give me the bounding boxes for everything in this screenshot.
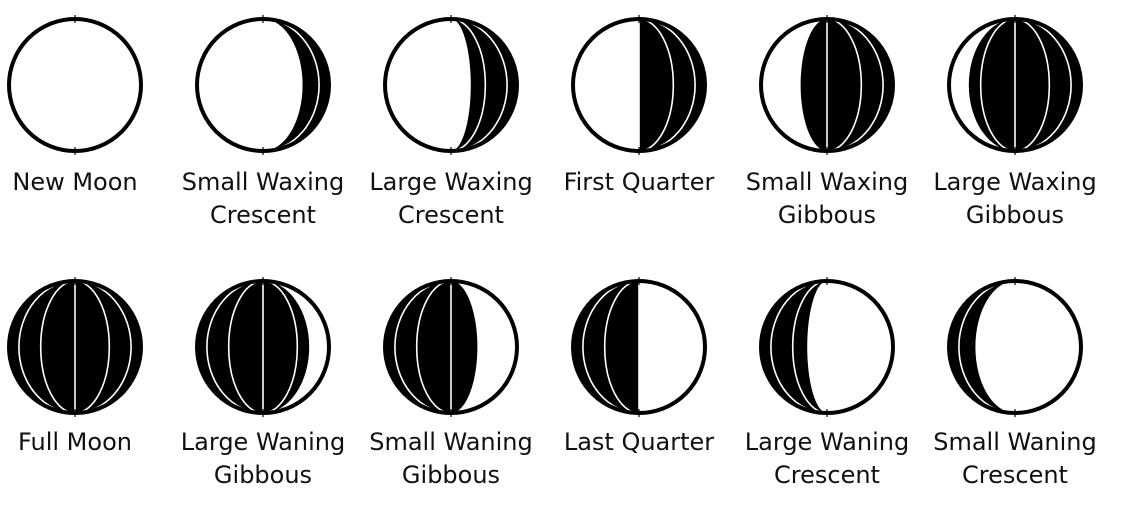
phase-label-line: Crescent [733, 459, 921, 492]
phase-label-line: Large Waxing [357, 166, 545, 199]
phase-label-line: Gibbous [921, 199, 1109, 232]
phase-label-line: Small Waning [921, 426, 1109, 459]
moon-phase-icon [565, 273, 713, 421]
phase-label-line: Gibbous [357, 459, 545, 492]
moon-phase-icon [1, 11, 149, 159]
phase-label: Full Moon [0, 426, 169, 459]
phase-label-line: Small Waning [357, 426, 545, 459]
phase-label-line: New Moon [0, 166, 169, 199]
phase-label: First Quarter [545, 166, 733, 199]
moon-phase-icon [189, 11, 337, 159]
moon-phase-icon [941, 273, 1089, 421]
moon-phase-icon [753, 273, 901, 421]
phase-label-line: Last Quarter [545, 426, 733, 459]
phase-label-line: Crescent [921, 459, 1109, 492]
moon-shadow [801, 19, 893, 151]
moon-phase-icon [377, 11, 525, 159]
moon-phase-icon [565, 11, 713, 159]
moon-phase-icon [941, 11, 1089, 159]
phase-label-line: Crescent [169, 199, 357, 232]
phase-label-line: Small Waxing [169, 166, 357, 199]
phase-label: New Moon [0, 166, 169, 199]
phase-label-line: First Quarter [545, 166, 733, 199]
phase-label-line: Gibbous [733, 199, 921, 232]
moon-phase-cell: New Moon [0, 3, 169, 250]
phase-label-line: Crescent [357, 199, 545, 232]
moon-phase-icon [753, 11, 901, 159]
phase-label-line: Large Waning [733, 426, 921, 459]
moon-phase-icon [1, 273, 149, 421]
moon-shadow [385, 281, 477, 413]
moon-phase-cell: Last Quarter [545, 265, 733, 512]
phase-label-line: Large Waning [169, 426, 357, 459]
phase-label-line: Small Waxing [733, 166, 921, 199]
phase-label-line: Large Waxing [921, 166, 1109, 199]
moon-phase-cell: Full Moon [0, 265, 169, 512]
phase-label-line: Full Moon [0, 426, 169, 459]
phase-label-line: Gibbous [169, 459, 357, 492]
moon-phase-icon [377, 273, 525, 421]
moon-phase-cell: First Quarter [545, 3, 733, 250]
phase-label: Last Quarter [545, 426, 733, 459]
moon-phase-icon [189, 273, 337, 421]
